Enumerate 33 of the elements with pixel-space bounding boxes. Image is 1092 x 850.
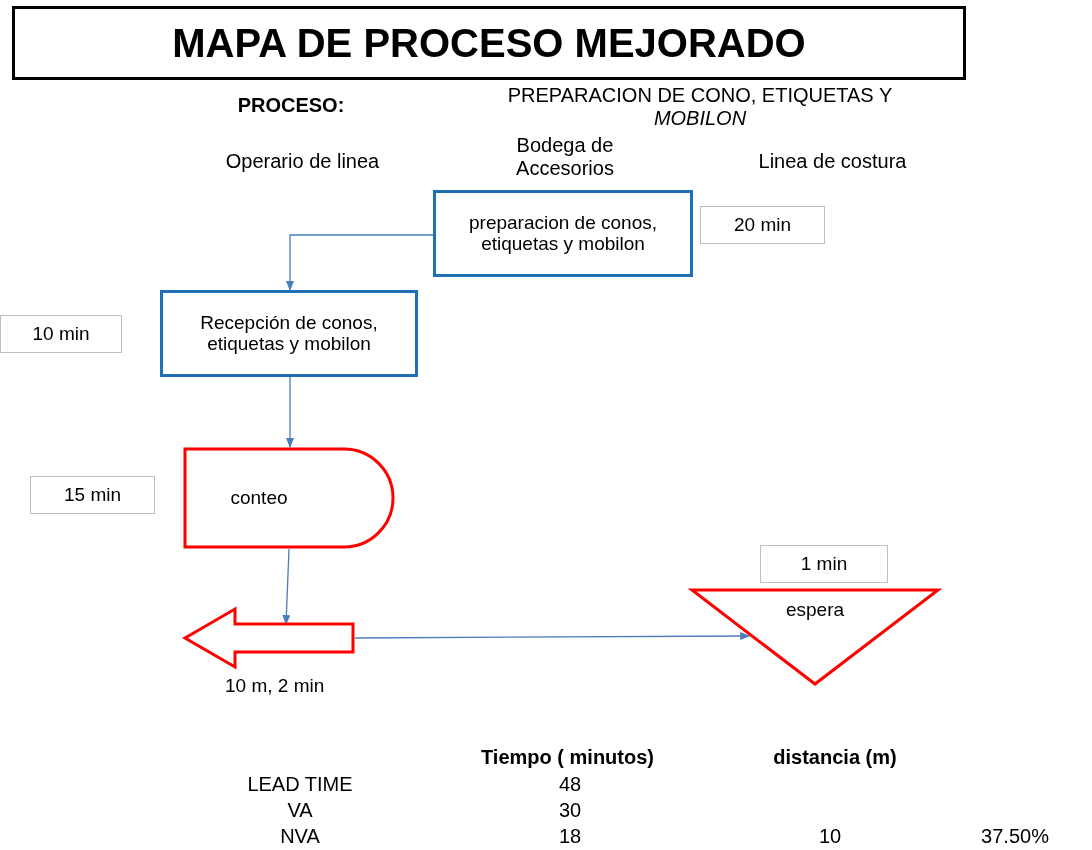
process-box xyxy=(433,190,693,277)
node-text: espera xyxy=(784,600,846,621)
table-value: 30 xyxy=(557,799,583,822)
process-box xyxy=(160,290,418,377)
row-header: VA xyxy=(286,799,314,822)
arrow xyxy=(282,548,291,625)
table-value: 37.50% xyxy=(980,825,1050,848)
arrow xyxy=(286,234,434,291)
delay-symbol xyxy=(183,447,395,549)
table-value: 10 xyxy=(817,825,843,848)
lane-header: Bodega de Accesorios xyxy=(515,134,615,180)
lane-header: Operario de linea xyxy=(224,150,381,173)
lane-header: Linea de costura xyxy=(757,150,908,173)
storage-triangle xyxy=(690,588,940,686)
time-box: 15 min xyxy=(30,476,155,514)
time-box: 10 min xyxy=(0,315,122,353)
row-header: NVA xyxy=(279,825,321,848)
node-text: Recepción de conos, etiquetas y mobilon xyxy=(199,312,379,355)
node-text: conteo xyxy=(229,487,289,509)
column-header: Tiempo ( minutos) xyxy=(480,746,655,769)
column-header: distancia (m) xyxy=(772,746,898,769)
process-name: PREPARACION DE CONO, ETIQUETAS Y MOBILON xyxy=(506,84,894,130)
table-value: 48 xyxy=(557,773,583,796)
title: MAPA DE PROCESO MEJORADO xyxy=(172,20,806,66)
table-value: 18 xyxy=(557,825,583,848)
arrow xyxy=(354,632,751,641)
time-box: 1 min xyxy=(760,545,888,583)
time-box: 20 min xyxy=(700,206,825,244)
transport-arrow-symbol xyxy=(183,607,355,669)
row-header: LEAD TIME xyxy=(246,773,354,796)
node-text: preparacion de conos, etiquetas y mobilon xyxy=(468,212,658,255)
arrow xyxy=(286,376,294,448)
process-label: PROCESO: xyxy=(236,94,346,117)
